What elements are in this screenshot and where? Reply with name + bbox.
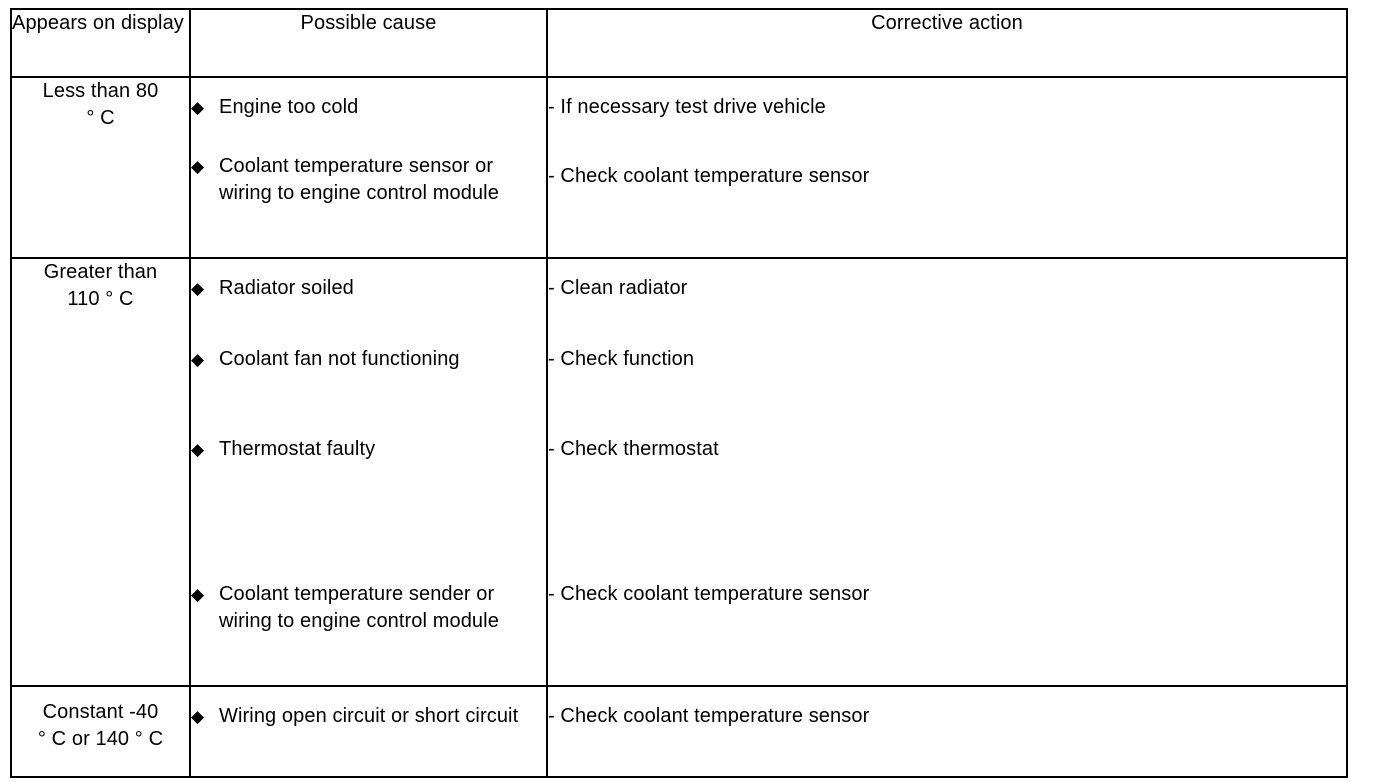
cell-corrective-action: - Clean radiator - Check function - Chec… [546,257,1348,687]
action-list-item: - Check coolant temperature sensor [548,165,870,188]
table-row: Constant -40 ° C or 140 ° C ◆ Wiring ope… [10,685,1348,778]
cause-list-item: ◆ Coolant temperature sender or wiring t… [191,581,546,635]
table-row: Less than 80 ° C ◆ Engine too cold ◆ Coo… [10,76,1348,259]
cause-list-item: ◆ Engine too cold [191,94,546,121]
table-body: Less than 80 ° C ◆ Engine too cold ◆ Coo… [10,76,1348,778]
cell-possible-cause: ◆ Wiring open circuit or short circuit [189,685,548,778]
diamond-bullet-icon: ◆ [191,707,205,726]
diamond-bullet-icon: ◆ [191,584,205,604]
display-condition-line: ° C [86,106,115,129]
cell-corrective-action: - If necessary test drive vehicle - Chec… [546,76,1348,259]
column-header-action: Corrective action [546,8,1348,78]
action-list-item: - Clean radiator [548,277,688,299]
cause-list-item: ◆ Wiring open circuit or short circuit [191,703,546,730]
column-header-cause: Possible cause [189,8,548,78]
cause-text: Coolant temperature sender or wiring to … [219,582,499,632]
cause-text: Coolant fan not functioning [219,348,460,371]
cell-display-condition: Constant -40 ° C or 140 ° C [10,685,191,778]
diamond-bullet-icon: ◆ [191,350,205,370]
display-condition-line: 110 ° C [67,287,134,310]
cause-text: Radiator soiled [219,277,354,299]
action-list-item: - Check coolant temperature sensor [548,582,870,605]
action-list-item: - Check coolant temperature sensor [548,705,870,727]
table-row: Greater than 110 ° C ◆ Radiator soiled ◆… [10,257,1348,687]
diamond-bullet-icon: ◆ [191,279,205,298]
display-condition-line: Constant -40 [42,701,159,723]
cause-list-item: ◆ Radiator soiled [191,275,546,302]
cause-text: Wiring open circuit or short circuit [219,705,519,727]
diamond-bullet-icon: ◆ [191,157,205,177]
column-header-display: Appears on display [10,8,191,78]
cell-corrective-action: - Check coolant temperature sensor [546,685,1348,778]
cause-text: Engine too cold [219,96,359,118]
display-condition-line: Less than 80 [42,80,159,102]
cell-display-condition: Greater than 110 ° C [10,257,191,687]
table-header: Appears on display Possible cause Correc… [10,8,1348,78]
cause-text: Coolant temperature sensor or wiring to … [219,155,499,205]
action-list-item: - Check function [548,348,695,371]
cell-possible-cause: ◆ Engine too cold ◆ Coolant temperature … [189,76,548,259]
action-list-item: - If necessary test drive vehicle [548,96,826,118]
table-header-row: Appears on display Possible cause Correc… [10,8,1348,78]
cause-list-item: ◆ Thermostat faulty [191,436,546,463]
display-condition-line: Greater than [43,261,158,283]
cell-display-condition: Less than 80 ° C [10,76,191,259]
diamond-bullet-icon: ◆ [191,440,205,460]
action-list-item: - Check thermostat [548,438,719,461]
diamond-bullet-icon: ◆ [191,98,205,117]
fault-diagnostic-table: Appears on display Possible cause Correc… [10,8,1348,778]
cause-list-item: ◆ Coolant fan not functioning [191,346,546,373]
cell-possible-cause: ◆ Radiator soiled ◆ Coolant fan not func… [189,257,548,687]
display-condition-line: ° C or 140 ° C [37,727,164,750]
cause-list-item: ◆ Coolant temperature sensor or wiring t… [191,153,546,207]
cause-text: Thermostat faulty [219,438,376,461]
